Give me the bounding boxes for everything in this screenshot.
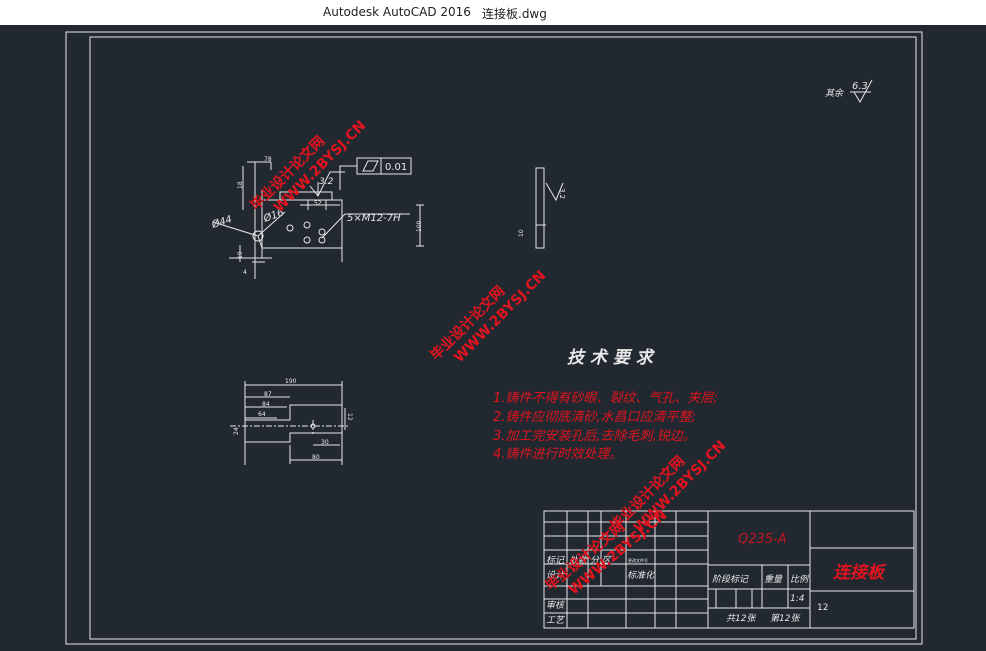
label-process: 工艺 [546,615,566,626]
flatness-icon [362,158,382,174]
thread-hole-1 [303,221,311,229]
label-standardize: 标准化 [627,570,655,581]
app-title: Autodesk AutoCAD 2016 [323,5,471,19]
roughness-prefix: 其余 [825,88,844,99]
watermark-2: 毕业设计论文网 WWW.2BYSJ.CN [427,268,549,366]
side-view-lines [536,168,546,248]
drawing-svg[interactable]: 其余 6.3 52 100 78 4 19 18 Ø44 Ø16 5×M12-7… [0,25,986,647]
title-block-frame [543,510,915,629]
drawing-canvas[interactable]: 其余 6.3 52 100 78 4 19 18 Ø44 Ø16 5×M12-7… [0,25,986,647]
front-view-base-lines [229,257,272,263]
label-weight: 重量 [764,574,783,585]
tolerance-leader [339,165,357,190]
dim-87-text: 87 [264,391,272,398]
window-titlebar: Autodesk AutoCAD 2016 连接板.dwg [0,0,986,25]
label-stage-mark: 阶段标记 [712,574,749,585]
scale-value: 1:4 [790,594,805,604]
dim-100-text: 100 [416,220,423,232]
sheet-outer-border [65,31,923,645]
dim-100-line [416,204,424,247]
label-mark: 标记 [546,555,565,566]
side-view: 3.2 10 [518,167,566,249]
label-count: 处数 [569,555,588,566]
dim-18-text: 18 [237,181,244,189]
tech-item-4: 4.铸件进行时效处理。 [493,447,622,462]
side-view-body [535,167,545,249]
file-name: 连接板.dwg [482,7,547,21]
side-roughness-symbol-icon [545,182,564,202]
tech-requirements: 技 术 要 求 1.铸件不得有砂眼、裂纹、气孔、夹层; 2.铸件应彻底清砂,水昌… [493,348,718,462]
dim-19-text: 19 [237,251,244,259]
thread-callout: 5×M12-7H [347,213,401,224]
thread-hole-2 [303,236,311,244]
dim-190-text: 190 [285,378,297,385]
dim-78-text: 78 [264,156,272,163]
material-text: Q235-A [738,532,787,547]
dim-30-text: 30 [321,439,329,446]
roughness-symbol-icon [850,79,873,104]
roughness-value: 6.3 [852,81,868,92]
top-view-hole [310,423,316,429]
title-block-right-grid [708,511,914,628]
dia-16-leader [257,211,286,237]
label-change-doc: 更改文件号 [628,557,648,563]
dim-80-line [289,445,342,464]
dim-84-text: 84 [262,401,270,408]
top-view-outline [245,404,343,443]
label-zone: 分 区 [590,555,613,566]
front-view-outline [261,190,343,262]
thread-hole-3 [318,228,326,236]
title-block: Q235-A 连接板 标记 处数 分 区 更改文件号 设计 标准化 审核 工艺 … [543,510,915,629]
dim-4-text: 4 [243,269,247,276]
tech-item-2: 2.铸件应彻底清砂,水昌口应清平整; [493,409,696,425]
sheets-total: 共12张 [726,613,757,624]
dim-52-line [300,200,340,210]
tolerance-value: 0.01 [385,162,407,173]
label-review: 审核 [546,600,566,611]
sheet-number: 第12张 [770,613,801,624]
drawing-number: 12 [817,603,828,613]
dim-12-text: 12 [346,413,353,421]
top-view: 190 87 84 64 12 24 30 80 [230,378,353,465]
dim-80-text: 80 [312,454,320,461]
tech-heading: 技 术 要 求 [567,348,656,368]
front-view: 52 100 78 4 19 18 Ø44 Ø16 5×M12-7H 3.2 0… [209,156,424,279]
dim-64-text: 64 [258,411,266,418]
side-dim-10: 10 [518,229,525,237]
side-roughness-value: 3.2 [558,188,566,199]
title-block-cols [566,511,709,628]
label-design: 设计 [546,570,565,581]
thread-leader [321,213,410,239]
top-view-centerline [230,420,350,434]
tech-item-3: 3.加工完安装孔后,去除毛刺,锐边。 [493,428,696,444]
center-hole [252,230,264,242]
tech-item-1: 1.铸件不得有砂眼、裂纹、气孔、夹层; [493,391,718,406]
dim-24-text: 24 [233,427,240,435]
sheet-inner-border [89,36,917,640]
label-scale: 比例 [790,574,810,585]
front-view-ext-lines [239,161,272,279]
dim-190-line [244,381,343,465]
general-roughness: 其余 6.3 [825,79,873,104]
thread-hole-5 [286,224,294,232]
front-roughness-value: 3.2 [319,177,334,187]
part-name-text: 连接板 [833,563,887,583]
dia-44-text: Ø44 [209,213,233,231]
dim-52-text: 52 [314,200,322,207]
front-roughness-symbol-icon [309,171,345,197]
thread-hole-4 [318,236,326,244]
